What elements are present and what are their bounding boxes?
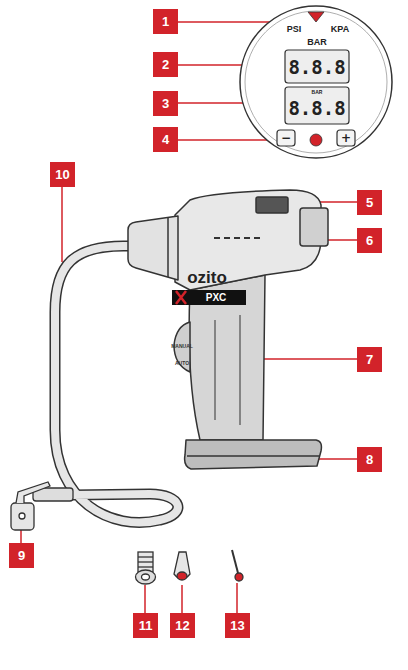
callout-box: 6 [357, 228, 382, 253]
callout-box: 1 [153, 9, 178, 34]
callout-number: 10 [55, 168, 69, 181]
part-label: ozito [187, 269, 227, 286]
part-label: 8.8.8 [288, 99, 345, 118]
callout-number: 9 [18, 549, 25, 562]
callout-box: 10 [50, 162, 75, 187]
callout-number: 2 [162, 58, 169, 71]
callout-number: 4 [162, 133, 169, 146]
hose-inner [55, 246, 178, 523]
callout-box: 4 [153, 127, 178, 152]
part-label: MANUAL [171, 344, 193, 349]
callout-number: 1 [162, 15, 169, 28]
callout-number: 6 [366, 234, 373, 247]
accessories [136, 550, 244, 584]
part-label: BAR [312, 90, 323, 95]
callout-box: 11 [133, 613, 158, 638]
callout-box: 8 [357, 447, 382, 472]
part-label: 8.8.8 [288, 58, 345, 77]
leader-lines [21, 22, 357, 613]
callout-number: 11 [139, 619, 153, 632]
callout-box: 2 [153, 52, 178, 77]
callout-number: 5 [366, 196, 373, 209]
callout-number: 3 [162, 97, 169, 110]
callout-number: 8 [366, 453, 373, 466]
callout-number: 12 [175, 619, 189, 632]
part-label: AUTO [175, 361, 189, 366]
inflator-body [128, 190, 328, 469]
chuck [11, 482, 73, 530]
hose [55, 246, 178, 523]
callout-box: 12 [170, 613, 195, 638]
callout-box: 9 [9, 543, 34, 568]
part-label: BAR [307, 38, 327, 47]
callout-number: 7 [366, 353, 373, 366]
part-label: PSI [287, 25, 302, 34]
display-gauge [240, 6, 392, 158]
callout-box: 7 [357, 347, 382, 372]
part-label: − [281, 132, 291, 144]
callout-number: 13 [230, 619, 244, 632]
callout-box: 3 [153, 91, 178, 116]
part-label: KPA [331, 25, 349, 34]
callout-box: 13 [225, 613, 250, 638]
part-label: + [341, 132, 351, 144]
part-label: PXC [206, 293, 227, 303]
callout-box: 5 [357, 190, 382, 215]
